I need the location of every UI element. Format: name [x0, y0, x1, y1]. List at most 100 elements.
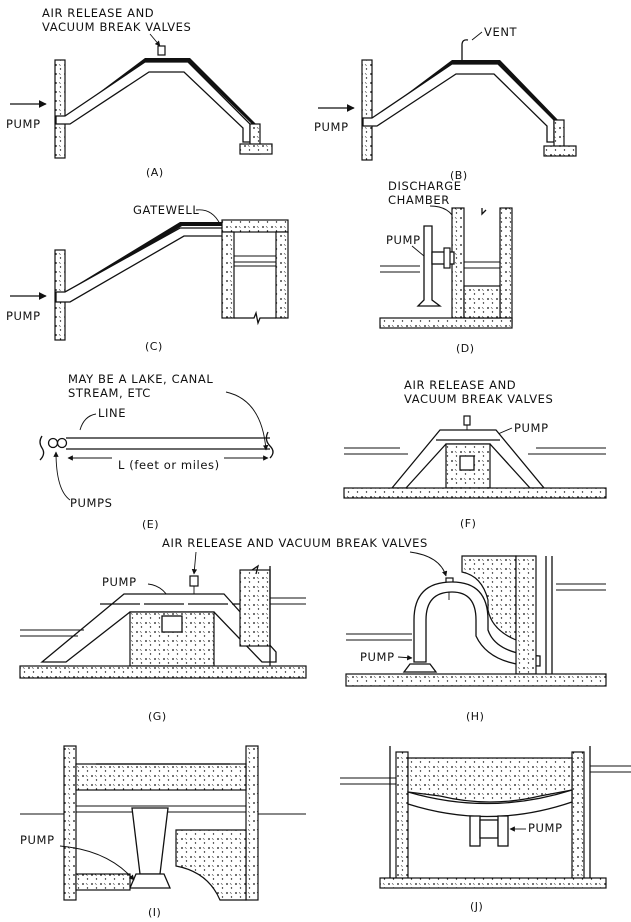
- panel-h-pump-bell: [402, 663, 438, 673]
- panel-h-siphon: [413, 581, 541, 667]
- panel-c-break-line: [234, 310, 276, 326]
- panel-e-lake-label-line2: STREAM, ETC: [68, 386, 151, 400]
- panel-d-break-mark: [481, 208, 487, 216]
- panel-d-pump-label: PUMP: [386, 233, 421, 247]
- panel-b-outlet-base: [543, 145, 577, 157]
- panel-j-pump-left: [469, 815, 481, 847]
- panel-a-valve-leader: [149, 33, 161, 47]
- panel-a: AIR RELEASE AND VACUUM BREAK VALVES PUMP…: [6, 6, 273, 179]
- panel-a-pipe: [55, 61, 251, 143]
- panel-e-line-label: LINE: [98, 406, 126, 420]
- panel-a-outlet-base: [239, 143, 273, 155]
- panel-gh-label: AIR RELEASE AND VACUUM BREAK VALVES: [162, 536, 448, 577]
- panel-g-wall: [239, 569, 271, 647]
- panel-a-pump-label: PUMP: [6, 117, 41, 131]
- panel-h: PUMP (H): [345, 555, 607, 723]
- panel-b-vent-label: VENT: [484, 25, 518, 39]
- panel-f-valve-label-line2: VACUUM BREAK VALVES: [404, 392, 553, 406]
- panel-g-caption: (G): [148, 710, 167, 723]
- panel-c: GATEWELL PUMP (C): [6, 203, 289, 353]
- panel-i-left-wall: [63, 745, 77, 901]
- panel-h-structure: [461, 555, 517, 641]
- panel-g-pump-body: [161, 615, 183, 633]
- panel-c-gatewell-right-wall: [275, 231, 289, 319]
- panel-i-pump-label: PUMP: [20, 833, 55, 847]
- panel-c-gatewell-left-wall: [221, 231, 235, 319]
- panel-e-left-break: [39, 435, 45, 461]
- panel-a-valve-label-line1: AIR RELEASE AND: [42, 6, 154, 20]
- panel-b-fill-bank: [372, 60, 560, 126]
- panel-i-left-floor: [75, 873, 131, 891]
- panel-j-caption: (J): [470, 900, 483, 913]
- panel-e-right-break: [265, 431, 274, 459]
- panel-c-gatewell-top: [221, 219, 289, 233]
- panel-e-length-label: L (feet or miles): [118, 458, 220, 472]
- panel-b-caption: (B): [450, 169, 468, 182]
- panel-g-siphon: [40, 593, 277, 663]
- panel-j: PUMP (J): [340, 746, 631, 913]
- panel-a-valve-icon: [157, 45, 166, 56]
- panel-f-caption: (F): [460, 517, 476, 530]
- panel-j-pump-right: [497, 815, 509, 847]
- panel-j-pump-label: PUMP: [528, 821, 563, 835]
- panel-c-pipe: [55, 227, 227, 303]
- panel-j-conduit: [407, 789, 573, 818]
- panel-h-valve-leader: [409, 551, 448, 577]
- panel-i-right-wall: [245, 745, 259, 901]
- panel-i: PUMP (I): [20, 745, 306, 919]
- panel-h-caption: (H): [466, 710, 484, 723]
- panel-g-valve-icon: [189, 575, 199, 587]
- panel-j-right-wall: [571, 751, 585, 887]
- panel-c-caption: (C): [145, 340, 163, 353]
- panel-e-lake-label-line1: MAY BE A LAKE, CANAL: [68, 372, 213, 386]
- panel-a-wall: [54, 59, 66, 159]
- panel-g-pump-label: PUMP: [102, 575, 137, 589]
- panel-b-wall: [361, 59, 373, 161]
- panel-g-valve-leader: [191, 551, 198, 575]
- panel-d-chamber-label-line1: DISCHARGE: [388, 179, 462, 193]
- panel-j-left-wall: [395, 751, 409, 887]
- panel-b-vent-leader: [471, 31, 483, 41]
- panel-j-pump-body: [479, 819, 499, 839]
- panel-g: PUMP (G): [19, 564, 307, 723]
- panel-f-pump-body: [459, 455, 475, 471]
- panel-i-pump-bell: [129, 873, 171, 889]
- panel-g-break-mark: [251, 564, 260, 575]
- panel-h-pump-leader: [397, 654, 413, 661]
- panel-h-base: [345, 673, 607, 687]
- panel-f: AIR RELEASE AND VACUUM BREAK VALVES PUMP…: [343, 378, 607, 530]
- panel-b-vent-pipe: [461, 39, 469, 60]
- panel-a-valve-label-line2: VACUUM BREAK VALVES: [42, 20, 191, 34]
- panel-d-chamber-base: [463, 285, 501, 319]
- panel-e-lake-leader: [225, 391, 269, 451]
- panel-d-discharge-pipe: [431, 251, 455, 265]
- panel-e-pumps-label: PUMPS: [70, 496, 113, 510]
- panel-i-right-structure: [175, 829, 247, 901]
- panel-d: DISCHARGE CHAMBER PUMP (D): [379, 179, 513, 355]
- panel-f-valve-label-line1: AIR RELEASE AND: [404, 378, 516, 392]
- panel-g-base: [19, 665, 307, 679]
- panel-d-right-wall: [499, 207, 513, 327]
- panel-gh-valve-label: AIR RELEASE AND VACUUM BREAK VALVES: [162, 536, 428, 550]
- panel-i-caption: (I): [148, 906, 161, 919]
- panel-i-pump-column: [131, 807, 169, 875]
- panel-c-pump-label: PUMP: [6, 309, 41, 323]
- panel-e-pump-2: [56, 437, 68, 449]
- panel-c-gatewell-label: GATEWELL: [133, 203, 199, 217]
- panel-i-pump-leader: [59, 845, 135, 881]
- panel-h-pump-label: PUMP: [360, 650, 395, 664]
- panel-i-top-slab: [75, 763, 247, 791]
- panel-b: VENT PUMP (B): [314, 25, 577, 182]
- panel-f-pump-label: PUMP: [514, 421, 549, 435]
- panel-j-base: [379, 877, 607, 889]
- panel-f-valve-icon: [463, 415, 471, 426]
- panel-e-caption: (E): [142, 518, 159, 531]
- panel-a-caption: (A): [146, 166, 164, 179]
- panel-d-floor: [379, 317, 513, 329]
- panel-d-pump-leader: [411, 245, 425, 257]
- panel-d-caption: (D): [456, 342, 475, 355]
- panel-d-flap-valve: [443, 247, 451, 269]
- panel-d-pump-column: [416, 225, 442, 307]
- panel-f-base: [343, 487, 607, 499]
